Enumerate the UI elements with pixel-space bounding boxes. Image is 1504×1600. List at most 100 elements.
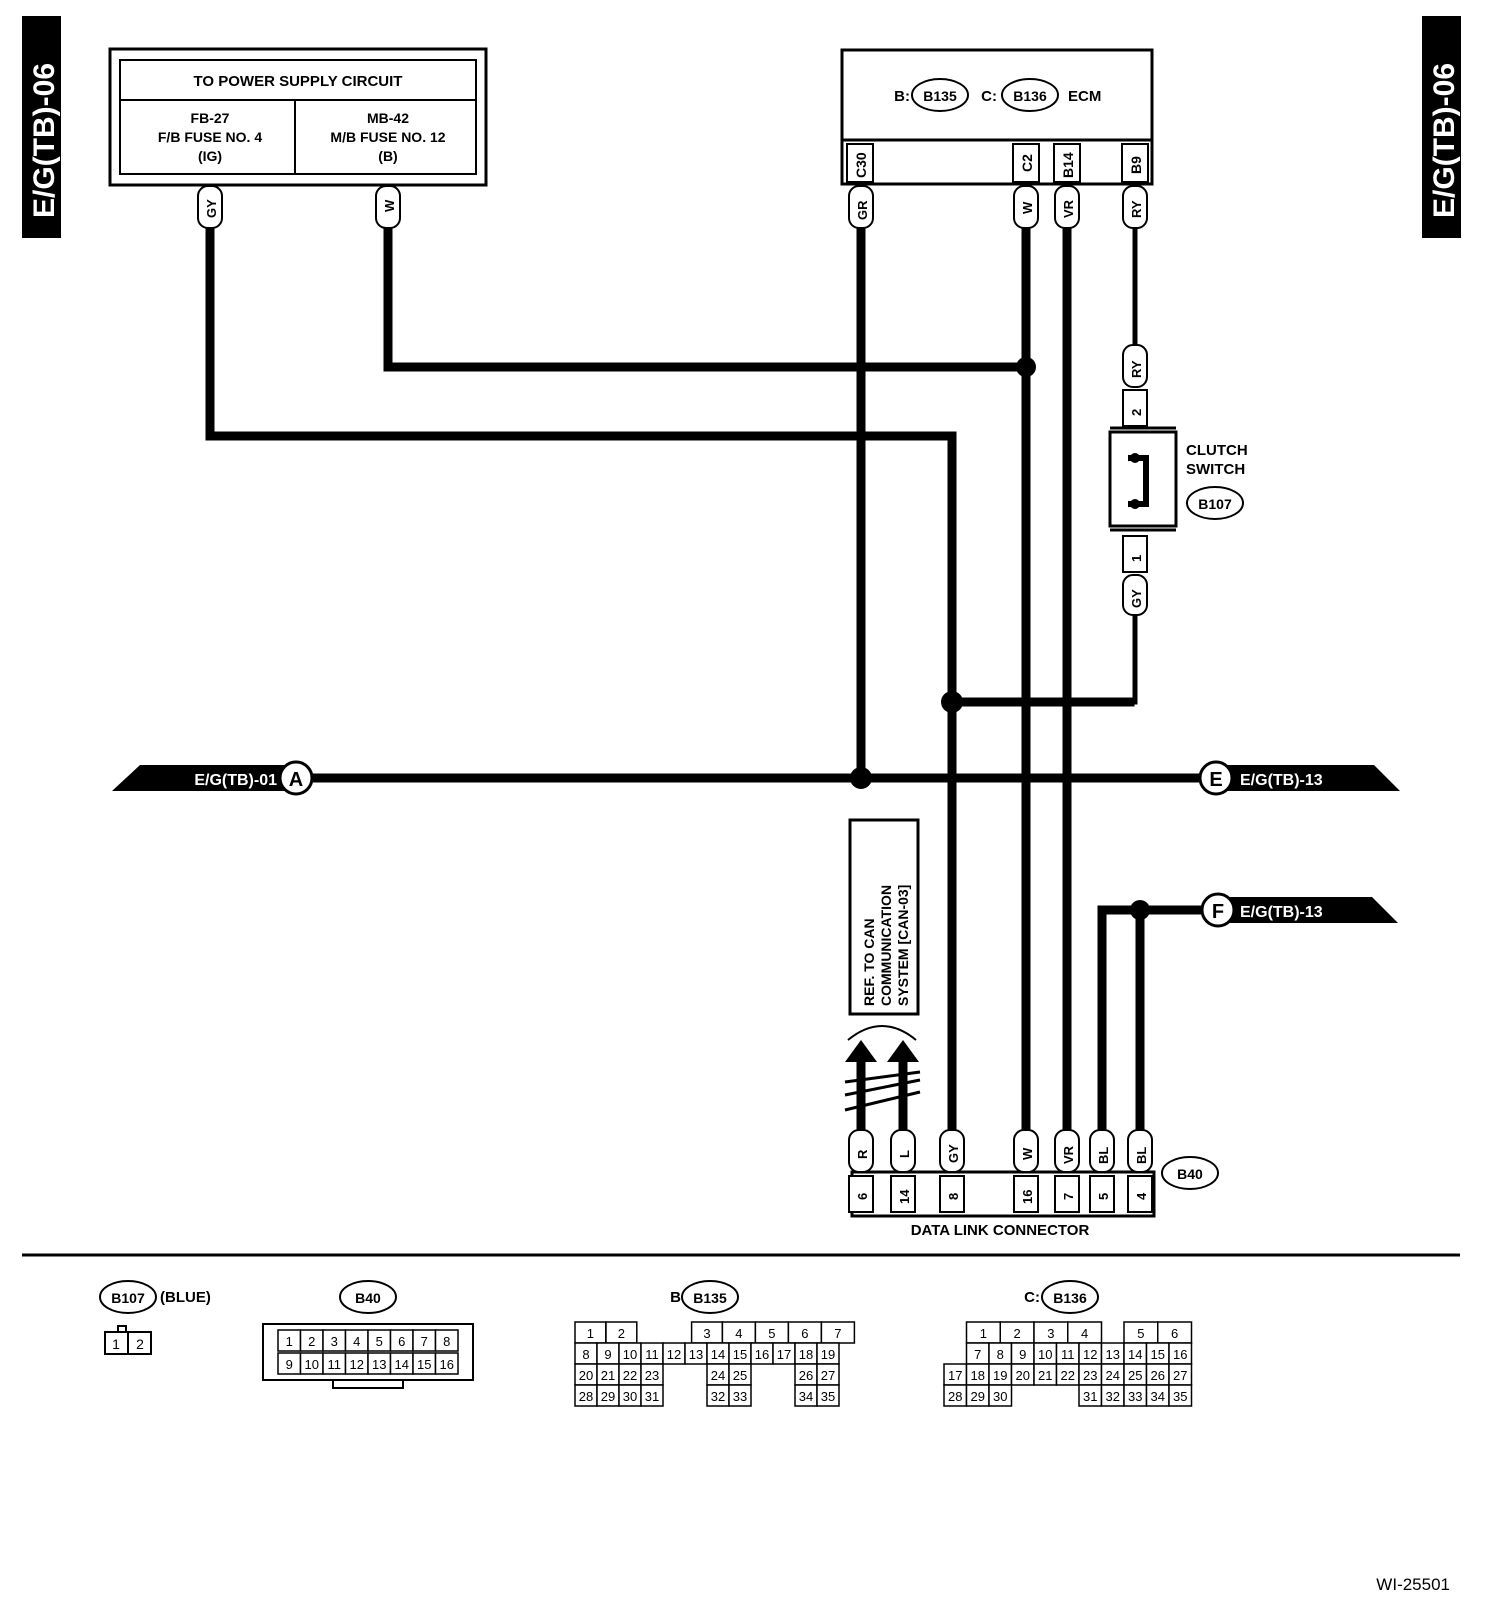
pin-label: 8 <box>443 1334 450 1349</box>
fuse-left-line2: F/B FUSE NO. 4 <box>158 129 262 145</box>
pin-label: 26 <box>799 1368 813 1383</box>
pin-label: 8 <box>582 1347 589 1362</box>
left-page-tab-label: E/G(TB)-06 <box>28 63 61 218</box>
dlc-pin-4: 4 <box>1134 1192 1149 1200</box>
pin-label: 31 <box>1083 1389 1097 1404</box>
wire-tag-ry-ecm: RY <box>1122 185 1148 229</box>
pin-label: 1 <box>980 1326 987 1341</box>
pin-label: 10 <box>305 1357 319 1372</box>
pin-label: 12 <box>667 1347 681 1362</box>
pin-label: 24 <box>1106 1368 1120 1383</box>
right-page-tab-label: E/G(TB)-06 <box>1428 63 1461 218</box>
pin-label: 5 <box>376 1334 383 1349</box>
ecm-pin-c30: C30 <box>853 152 869 178</box>
connector-view-b107: B107 (BLUE) 1 2 <box>99 1280 211 1355</box>
pin-cell <box>1168 1384 1193 1407</box>
pin-label: 9 <box>286 1357 293 1372</box>
svg-text:W: W <box>382 199 397 212</box>
pin-label: 16 <box>755 1347 769 1362</box>
b136-view-name: B136 <box>1053 1290 1087 1306</box>
svg-text:VR: VR <box>1061 199 1076 218</box>
pin-label: 7 <box>974 1347 981 1362</box>
pin-label: 4 <box>1081 1326 1088 1341</box>
pin-label: 17 <box>777 1347 791 1362</box>
ecm-pin-b14: B14 <box>1060 152 1076 178</box>
clutch-switch: RY 2 1 GY CLUTCH SWITCH B107 <box>1108 344 1248 616</box>
pin-label: 15 <box>1151 1347 1165 1362</box>
svg-text:2: 2 <box>136 1336 144 1352</box>
ecm-label: ECM <box>1068 88 1101 105</box>
ref-a: E/G(TB)-01 A <box>112 760 314 796</box>
pin-label: 3 <box>1047 1326 1054 1341</box>
pin-label: 10 <box>623 1347 637 1362</box>
ecm-connector-c: B136 <box>1013 88 1047 104</box>
pin-label: 16 <box>1173 1347 1187 1362</box>
pin-label: 6 <box>398 1334 405 1349</box>
pin-label: 32 <box>1106 1389 1120 1404</box>
pin-label: 34 <box>1151 1389 1165 1404</box>
svg-text:GY: GY <box>204 199 219 218</box>
pin-cell <box>434 1352 459 1375</box>
clutch-label-1: CLUTCH <box>1186 442 1248 459</box>
ecm-prefix-b: B: <box>894 88 910 105</box>
pin-label: 7 <box>834 1326 841 1341</box>
pin-label: 2 <box>308 1334 315 1349</box>
pin-cell <box>988 1384 1013 1407</box>
pin-label: 33 <box>1128 1389 1142 1404</box>
pin-label: 19 <box>821 1347 835 1362</box>
pin-label: 32 <box>711 1389 725 1404</box>
pin-label: 30 <box>623 1389 637 1404</box>
ecm-connector-b-badge <box>911 78 969 112</box>
dlc-wire-16: W <box>1020 1147 1035 1160</box>
pin-label: 28 <box>579 1389 593 1404</box>
pin-label: 20 <box>1016 1368 1030 1383</box>
pin-label: 21 <box>601 1368 615 1383</box>
wires <box>205 223 1223 1135</box>
b136-view-prefix: C: <box>1024 1289 1040 1306</box>
figure-id: WI-25501 <box>1376 1575 1450 1594</box>
b107-view-name: B107 <box>111 1290 145 1306</box>
pin-label: 3 <box>703 1326 710 1341</box>
pin-label: 29 <box>601 1389 615 1404</box>
clutch-label-2: SWITCH <box>1186 461 1245 478</box>
right-page-tab: E/G(TB)-06 <box>1422 16 1461 238</box>
dlc-pin-5: 5 <box>1096 1193 1111 1200</box>
wire-tag-w-ecm: W <box>1013 185 1039 229</box>
fuse-right-line3: (B) <box>378 148 397 164</box>
pin-cell <box>816 1384 840 1407</box>
ref-e-label: E/G(TB)-13 <box>1240 772 1323 789</box>
dlc-pin-8: 8 <box>946 1193 961 1200</box>
pin-label: 13 <box>689 1347 703 1362</box>
dlc-connector-badge <box>1161 1156 1219 1190</box>
ref-a-label: E/G(TB)-01 <box>194 772 277 789</box>
ecm-connector-b: B135 <box>923 88 957 104</box>
dlc-pin-14: 14 <box>897 1189 912 1204</box>
pin-label: 8 <box>997 1347 1004 1362</box>
pin-label: 13 <box>1106 1347 1120 1362</box>
pin-label: 18 <box>799 1347 813 1362</box>
pin-cell <box>640 1384 664 1407</box>
pin-label: 29 <box>971 1389 985 1404</box>
clutch-connector-badge <box>1186 486 1244 520</box>
power-supply-box: TO POWER SUPPLY CIRCUIT FB-27 F/B FUSE N… <box>108 47 488 187</box>
pin-label: 15 <box>733 1347 747 1362</box>
dlc-wire-5: BL <box>1096 1147 1111 1164</box>
ecm-pin-b9: B9 <box>1128 156 1144 174</box>
pin-cell <box>434 1329 459 1352</box>
dlc-wire-8: GY <box>946 1144 961 1163</box>
ref-f-letter: F <box>1212 901 1224 923</box>
pin-label: 26 <box>1151 1368 1165 1383</box>
pin-label: 12 <box>350 1357 364 1372</box>
pin-label: 14 <box>711 1347 725 1362</box>
pin-label: 15 <box>417 1357 431 1372</box>
dlc-label: DATA LINK CONNECTOR <box>911 1222 1090 1239</box>
wire-tag-gy-power: GY <box>197 185 223 229</box>
can-ref-line2: COMMUNICATION <box>878 885 894 1006</box>
pin-label: 3 <box>331 1334 338 1349</box>
pin-label: 27 <box>1173 1368 1187 1383</box>
data-link-connector: R L GY W VR BL BL 6 14 8 16 7 5 4 B40 DA… <box>848 1129 1219 1239</box>
pin-label: 9 <box>604 1347 611 1362</box>
